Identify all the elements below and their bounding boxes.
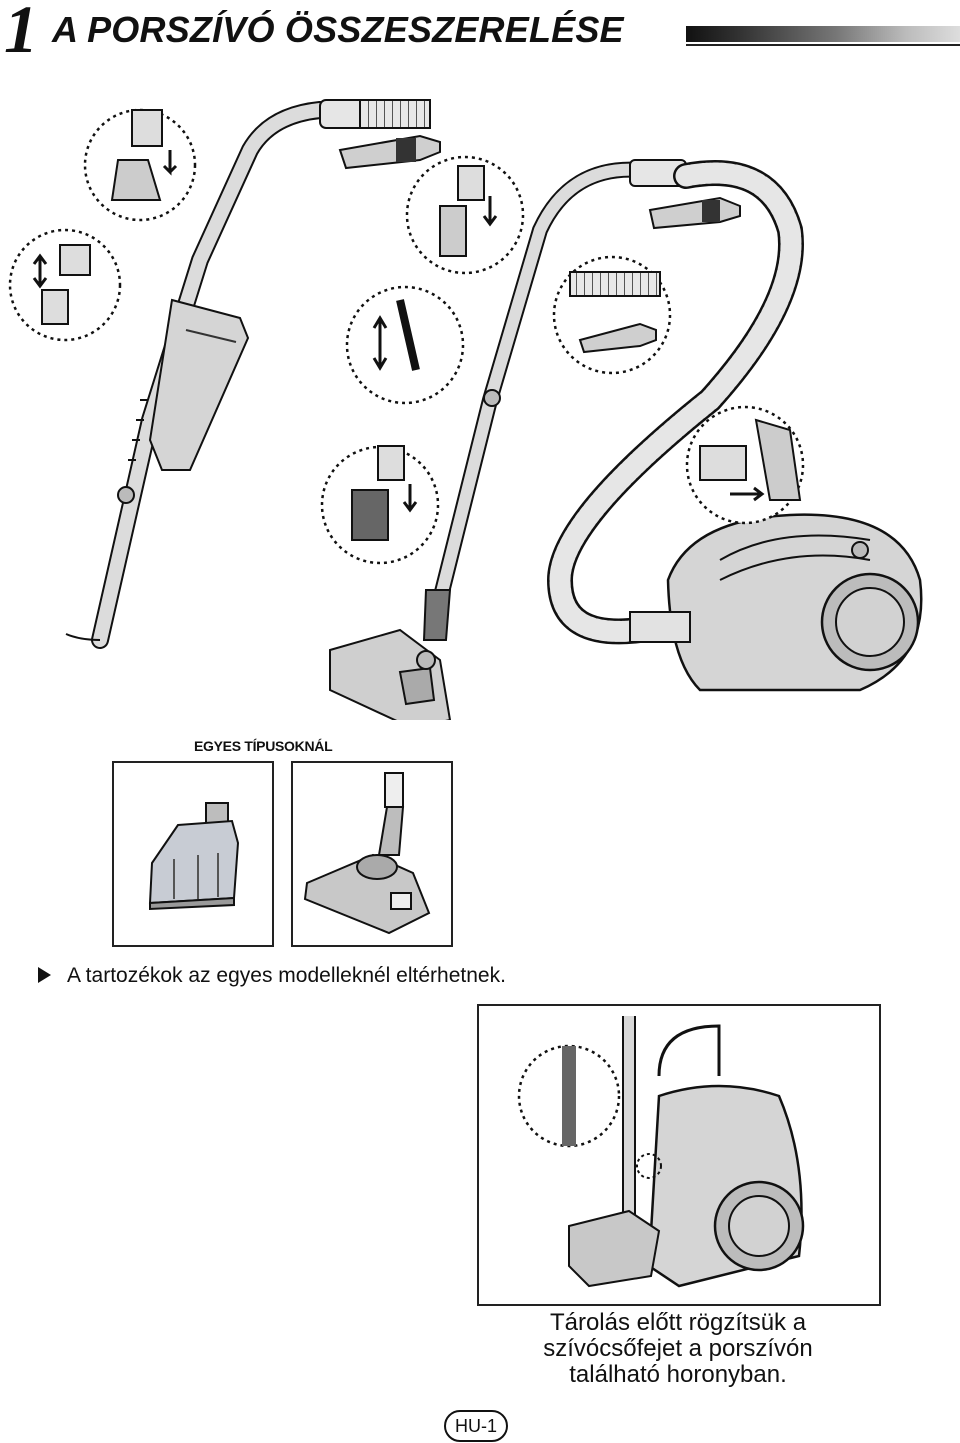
models-section-label: EGYES TÍPUSOKNÁL <box>194 738 333 754</box>
storage-caption: Tárolás előtt rögzítsük a szívócsőfejet … <box>500 1310 856 1388</box>
middle-pipe-drawing <box>329 159 741 720</box>
chapter-number: 1 <box>4 0 38 67</box>
left-pipe-drawing <box>65 99 441 649</box>
bullet-arrow-icon <box>38 967 51 983</box>
detail-callout-canister <box>685 405 805 525</box>
detail-callouts-left <box>8 108 197 342</box>
storage-caption-line: Tárolás előtt rögzítsük a <box>549 1309 807 1336</box>
assembly-illustration <box>8 99 923 720</box>
title-gradient-bar <box>686 26 960 42</box>
detail-callout-left-content <box>32 109 178 325</box>
turbo-brush-frame <box>112 761 274 947</box>
accessory-note: A tartozékok az egyes modelleknél eltérh… <box>38 964 506 988</box>
canister-body-drawing <box>629 513 923 692</box>
floor-nozzle-image <box>303 772 431 935</box>
page-number-badge: HU-1 <box>444 1410 508 1442</box>
storage-caption-line: található horonyban. <box>569 1361 787 1388</box>
page-title: A PORSZÍVÓ ÖSSZESZERELÉSE <box>52 9 624 50</box>
accessory-note-text: A tartozékok az egyes modelleknél eltérh… <box>67 964 506 987</box>
storage-illustration-frame <box>477 1004 881 1306</box>
page-header: 1 A PORSZÍVÓ ÖSSZESZERELÉSE <box>0 0 960 70</box>
storage-caption-line: szívócsőfejet a porszívón <box>543 1335 813 1362</box>
title-underline <box>686 44 960 46</box>
storage-illustration <box>517 1016 805 1288</box>
floor-nozzle-frame <box>291 761 453 947</box>
detail-callout-middle-content <box>351 165 661 541</box>
turbo-brush-image <box>148 802 240 911</box>
